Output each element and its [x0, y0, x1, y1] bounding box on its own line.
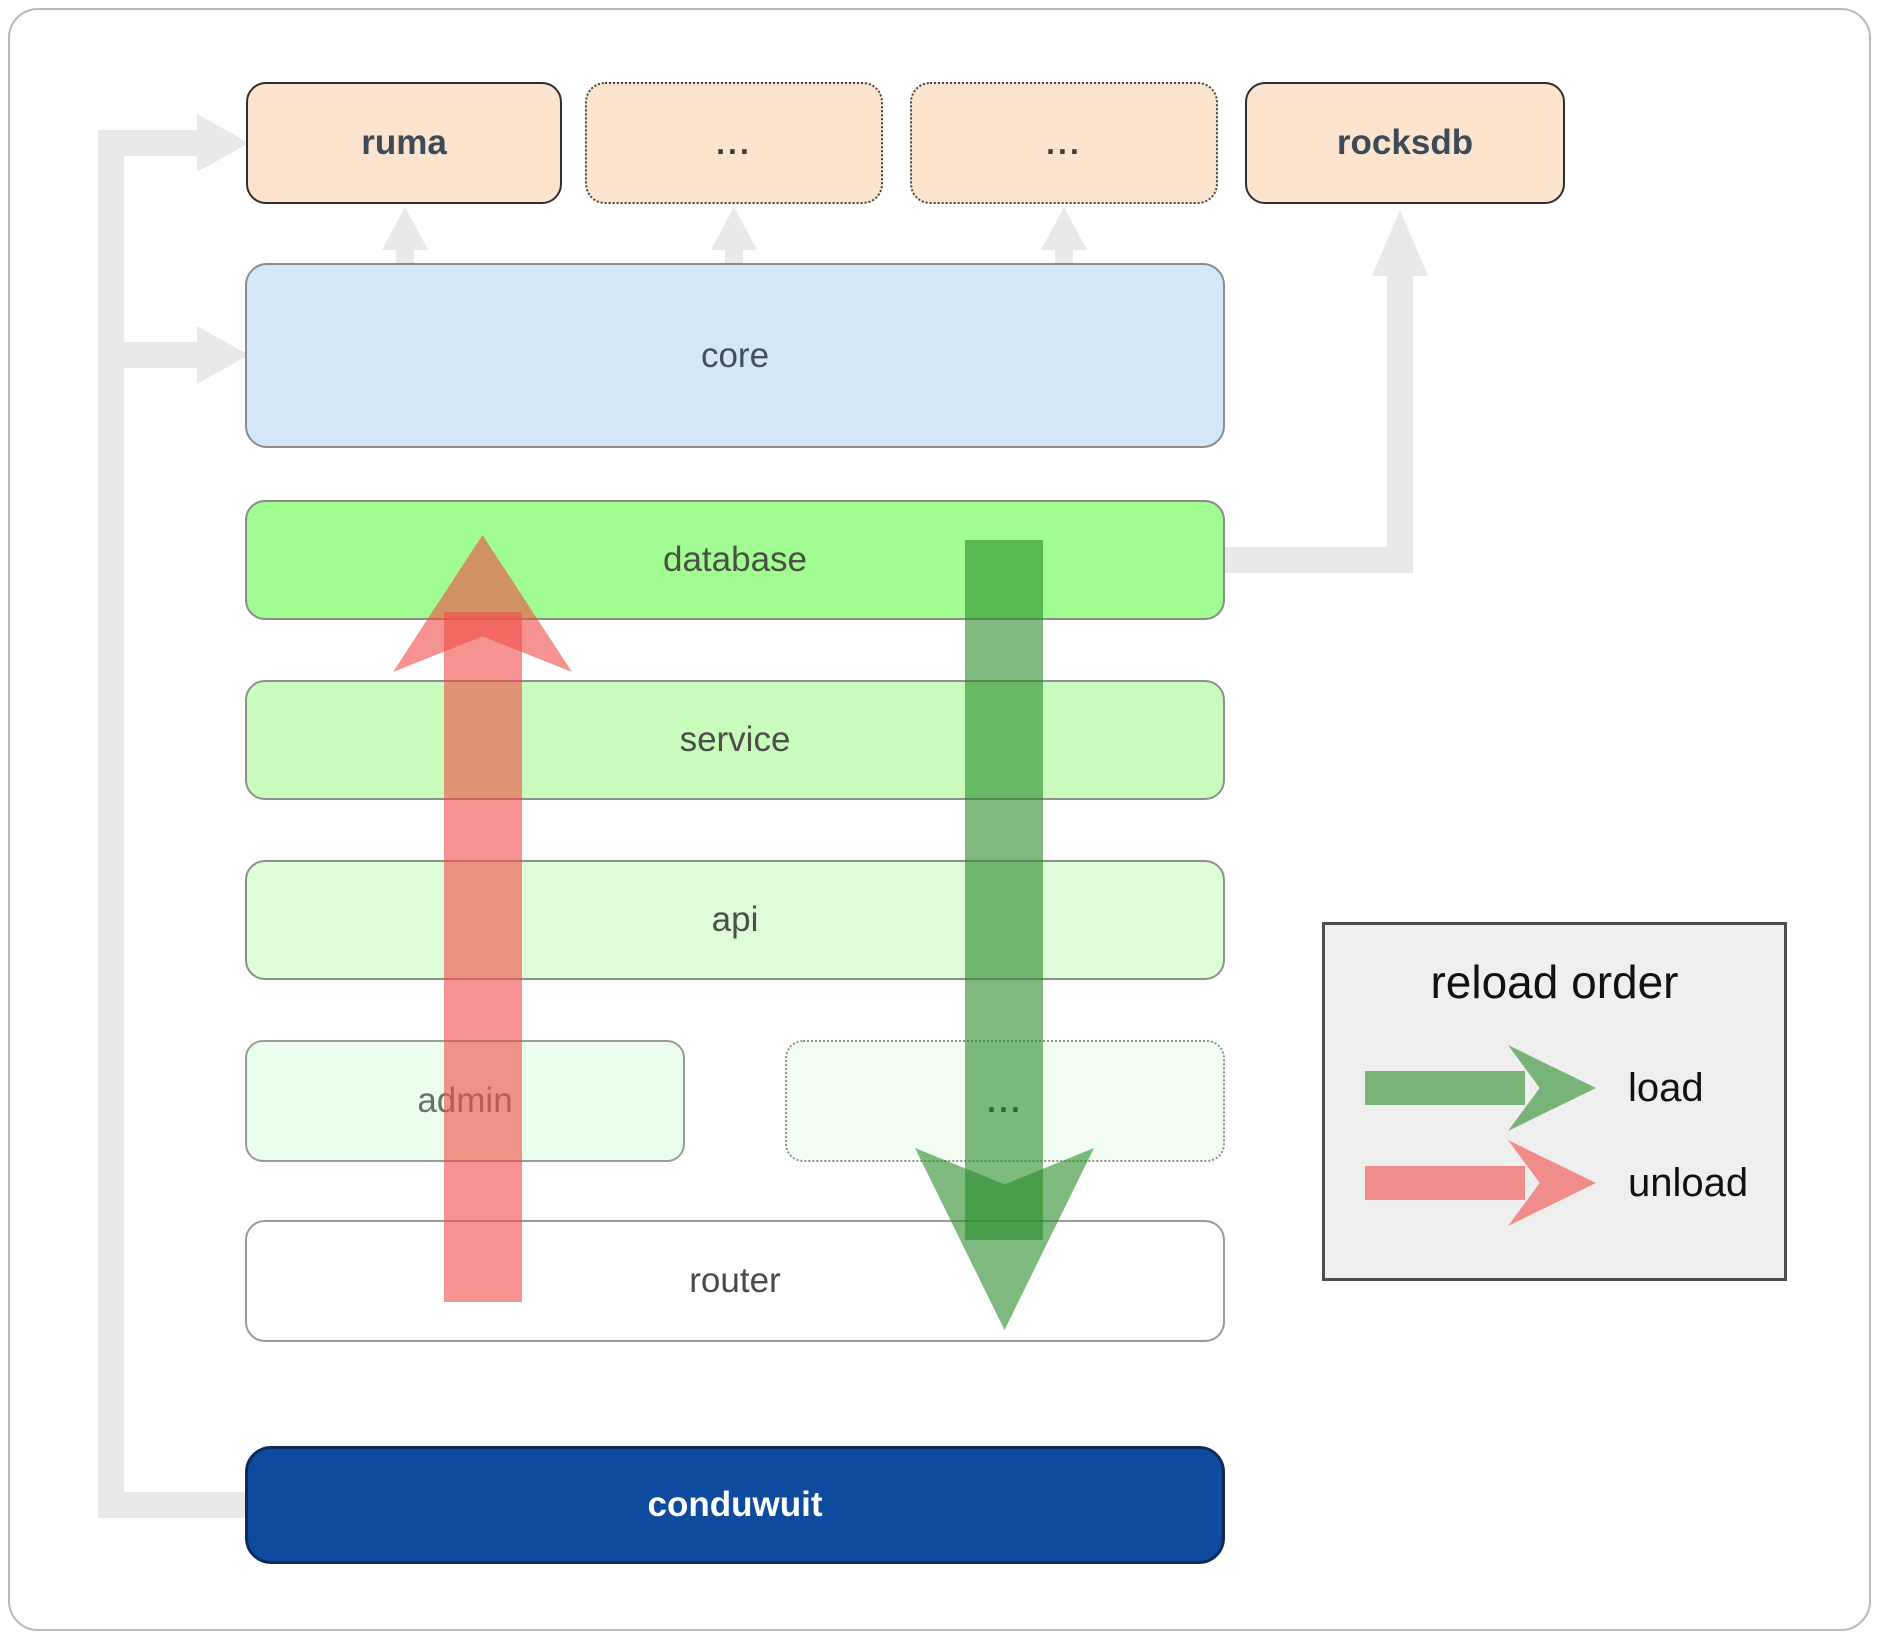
node-deps-2-label: ... — [1046, 124, 1082, 161]
connector-core-to-ruma — [396, 245, 414, 265]
connector-core-to-deps1 — [725, 245, 743, 265]
connector-to-ruma — [98, 130, 202, 156]
connector-from-conduwuit — [98, 1492, 248, 1518]
node-api: api — [245, 860, 1225, 980]
node-deps-1: ... — [585, 82, 883, 204]
node-core-label: core — [700, 335, 770, 375]
node-rocksdb-label: rocksdb — [1336, 123, 1474, 162]
node-database: database — [245, 500, 1225, 620]
connector-database-to-rocksdb-vertical — [1387, 270, 1413, 573]
unload-arrow-shaft — [444, 612, 522, 1302]
legend-title: reload order — [1430, 956, 1679, 1008]
legend-load-label: load — [1628, 1066, 1704, 1110]
connector-database-to-rocksdb-horizontal — [1223, 547, 1403, 573]
connector-to-core — [98, 342, 202, 368]
legend-unload-arrow-shaft — [1365, 1166, 1525, 1200]
connector-conduwuit-vertical — [98, 130, 124, 1518]
legend-unload-label: unload — [1628, 1161, 1749, 1205]
load-arrow-shaft — [965, 540, 1043, 1240]
node-core: core — [245, 263, 1225, 448]
legend: reload order load unload — [1322, 922, 1787, 1281]
node-database-label: database — [662, 540, 808, 579]
node-conduwuit: conduwuit — [245, 1446, 1225, 1564]
node-conduwuit-label: conduwuit — [647, 1485, 823, 1524]
connector-core-to-deps2 — [1055, 245, 1073, 265]
node-service: service — [245, 680, 1225, 800]
legend-load-arrow-shaft — [1365, 1071, 1525, 1105]
node-api-label: api — [711, 900, 759, 939]
outer-frame — [8, 8, 1871, 1631]
node-service-label: service — [679, 720, 791, 759]
node-ruma-label: ruma — [361, 123, 447, 162]
node-router-label: router — [689, 1261, 781, 1300]
node-deps-2: ... — [910, 82, 1218, 204]
node-rocksdb: rocksdb — [1245, 82, 1565, 204]
node-router: router — [245, 1220, 1225, 1342]
node-deps-1-label: ... — [716, 124, 752, 161]
node-ruma: ruma — [246, 82, 562, 204]
